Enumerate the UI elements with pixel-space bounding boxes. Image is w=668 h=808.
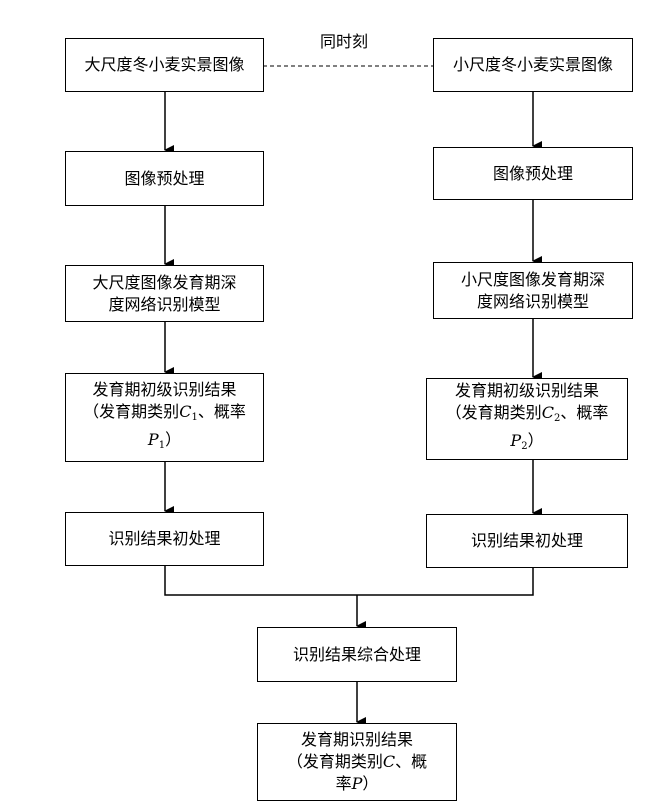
combine-box: 识别结果综合处理 [257, 627, 457, 682]
left-image-label: 大尺度冬小麦实景图像 [84, 55, 245, 74]
left-result-close-paren: ） [165, 429, 182, 449]
right-image-label: 小尺度冬小麦实景图像 [452, 55, 613, 74]
right-P-symbol: P [510, 431, 522, 450]
left-preprocess-box: 图像预处理 [65, 151, 264, 206]
final-category-text: （发育期类别 [286, 752, 383, 771]
right-image-box: 小尺度冬小麦实景图像 [433, 38, 633, 92]
right-preprocess-label: 图像预处理 [492, 163, 573, 183]
final-result-box: 发育期识别结果 （发育期类别C、概 率P） [257, 723, 457, 801]
right-result-line3: P2） [510, 430, 543, 458]
left-post-label: 识别结果初处理 [108, 529, 221, 548]
final-line1: 发育期识别结果 [300, 730, 413, 749]
right-model-line2: 度网络识别模型 [476, 291, 589, 311]
left-model-line2: 度网络识别模型 [108, 294, 221, 314]
left-model-line1: 大尺度图像发育期深 [92, 272, 237, 292]
left-preprocess-label: 图像预处理 [124, 168, 205, 188]
right-preprocess-box: 图像预处理 [433, 147, 633, 200]
left-post-box: 识别结果初处理 [65, 512, 264, 566]
right-result-line1: 发育期初级识别结果 [454, 381, 599, 400]
final-prob-text: 、概 [395, 752, 428, 771]
final-P-symbol: P [351, 774, 363, 793]
final-prob-text-end: 率 [335, 774, 352, 793]
right-result-prob-text: 、概率 [560, 403, 609, 422]
right-post-box: 识别结果初处理 [426, 514, 628, 568]
right-result-box: 发育期初级识别结果 （发育期类别C2、概率 P2） [426, 378, 628, 460]
right-result-category-text: （发育期类别 [445, 403, 542, 422]
right-model-line1: 小尺度图像发育期深 [460, 269, 605, 289]
left-result-prob-text: 、概率 [197, 401, 246, 421]
left-image-box: 大尺度冬小麦实景图像 [65, 38, 264, 92]
final-line3: 率P） [336, 773, 379, 795]
final-C-symbol: C [382, 752, 396, 771]
final-close-paren: ） [362, 774, 379, 793]
left-result-line3: P1） [148, 429, 181, 457]
right-result-line2: （发育期类别C2、概率 [446, 402, 609, 430]
right-model-box: 小尺度图像发育期深 度网络识别模型 [433, 262, 633, 319]
left-C-subscript: 1 [191, 411, 198, 423]
left-C-symbol: C [179, 401, 192, 421]
merge-line [164, 566, 534, 596]
left-P-subscript: 1 [158, 439, 166, 451]
left-result-line2: （发育期类别C1、概率 [83, 401, 246, 429]
left-result-line1: 发育期初级识别结果 [92, 379, 237, 399]
right-post-label: 识别结果初处理 [470, 531, 583, 550]
combine-label: 识别结果综合处理 [292, 644, 421, 664]
right-P-subscript: 2 [521, 441, 528, 452]
left-model-box: 大尺度图像发育期深 度网络识别模型 [65, 265, 264, 322]
final-line2: （发育期类别C、概 [287, 751, 427, 773]
left-result-category-text: （发育期类别 [83, 401, 180, 421]
right-result-close-paren: ） [527, 431, 544, 450]
same-time-label: 同时刻 [320, 32, 369, 51]
left-P-symbol: P [147, 429, 159, 449]
right-C-subscript: 2 [553, 413, 561, 424]
right-C-symbol: C [541, 403, 554, 422]
left-result-box: 发育期初级识别结果 （发育期类别C1、概率 P1） [65, 373, 264, 462]
